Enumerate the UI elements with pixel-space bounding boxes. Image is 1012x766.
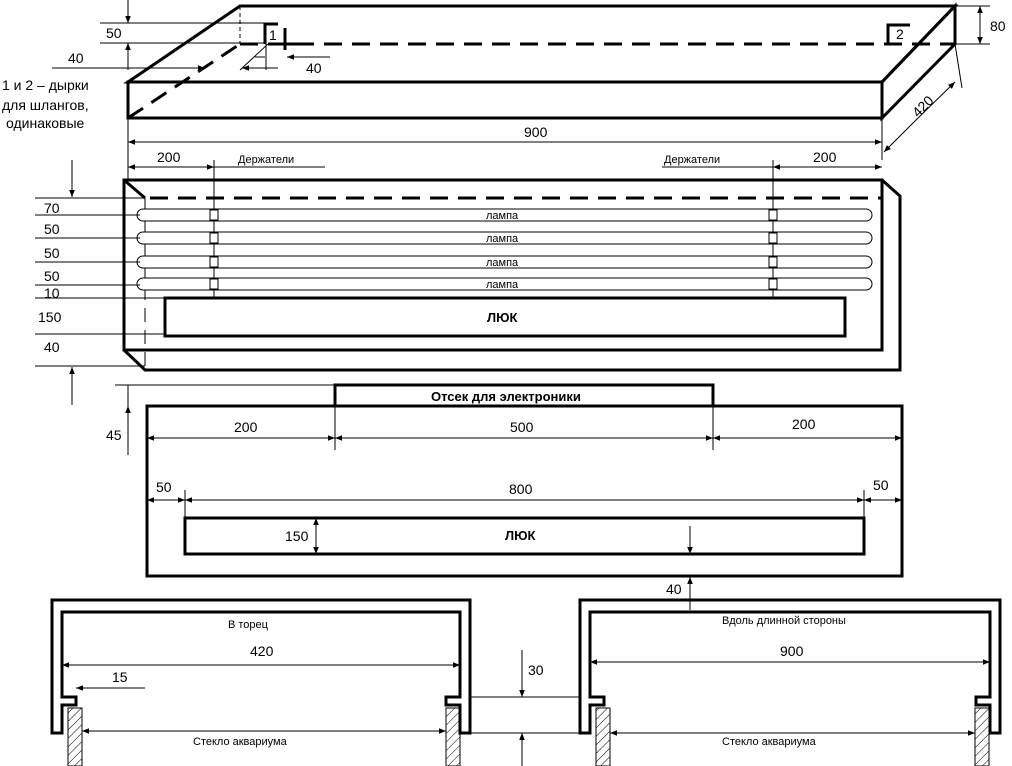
lip-height-dim: 30 bbox=[470, 650, 580, 766]
electronics-compartment bbox=[333, 383, 715, 408]
glass bbox=[445, 707, 461, 766]
profile-end: В торец 420 15 Стекло аквариума bbox=[50, 598, 472, 766]
lamp-label: лампа bbox=[486, 279, 519, 291]
note-line: для шлангов, bbox=[2, 97, 89, 113]
dim-hole-height: 50 bbox=[106, 25, 122, 41]
profile-title: Вдоль длинной стороны bbox=[722, 615, 846, 627]
note-line: одинаковые bbox=[6, 115, 85, 131]
lamp-label: лампа bbox=[486, 210, 519, 222]
lid-view: Отсек для электроники 45 200 500 200 50 … bbox=[106, 383, 904, 610]
hole-2-mark bbox=[886, 23, 910, 44]
dim-left: 70 bbox=[44, 200, 60, 216]
glass bbox=[595, 707, 611, 766]
lamp-label: лампа bbox=[486, 257, 519, 269]
profile-title: В торец bbox=[228, 619, 269, 631]
dim-margin-right: 50 bbox=[873, 477, 889, 493]
dim-left: 50 bbox=[44, 221, 60, 237]
holders bbox=[209, 160, 778, 298]
hatch bbox=[183, 516, 866, 556]
hole-2-label: 2 bbox=[896, 26, 904, 42]
dim-left: 40 bbox=[44, 339, 60, 355]
dim-length: 900 bbox=[524, 124, 548, 140]
dim-hatch-height: 150 bbox=[285, 528, 309, 544]
hatch-label: ЛЮК bbox=[487, 310, 518, 325]
dim-width: 900 bbox=[780, 643, 804, 659]
glass-label: Стекло аквариума bbox=[193, 736, 288, 748]
front-view: лампа лампа лампа лампа ЛЮК 200 Держател… bbox=[35, 149, 902, 405]
hatch bbox=[163, 296, 847, 338]
dim-hatch-width: 800 bbox=[509, 481, 533, 497]
dim-right-holder: 200 bbox=[813, 149, 837, 165]
hatch-label: ЛЮК bbox=[505, 528, 536, 543]
dim-offset-left: 40 bbox=[68, 50, 84, 66]
dim-left: 50 bbox=[44, 268, 60, 284]
dim-bottom-margin: 40 bbox=[666, 581, 682, 597]
dim-left: 50 bbox=[44, 245, 60, 261]
lamp bbox=[136, 277, 873, 291]
dim-depth: 420 bbox=[909, 92, 937, 120]
glass bbox=[974, 707, 990, 766]
front-face bbox=[126, 80, 884, 120]
compartment-label: Отсек для электроники bbox=[431, 389, 581, 404]
dim-margin-left: 50 bbox=[156, 479, 172, 495]
lamps: лампа лампа лампа лампа bbox=[136, 208, 873, 291]
dim-left-holder: 200 bbox=[157, 149, 181, 165]
dim-width: 420 bbox=[250, 643, 274, 659]
dim-right: 200 bbox=[792, 416, 816, 432]
dim-left: 10 bbox=[44, 285, 60, 301]
dim-lip: 15 bbox=[112, 669, 128, 685]
lamp-label: лампа bbox=[486, 233, 519, 245]
hole-1-label: 1 bbox=[269, 27, 277, 43]
isometric-view: 1 2 50 40 40 1 и 2 – дырки для шлангов, … bbox=[2, 0, 1006, 160]
dim-middle: 500 bbox=[510, 419, 534, 435]
holder-label: Держатели bbox=[238, 154, 294, 166]
dim-left: 200 bbox=[234, 419, 258, 435]
hole-1-mark bbox=[263, 22, 300, 50]
glass-label: Стекло аквариума bbox=[722, 736, 817, 748]
dim-lip-height: 30 bbox=[528, 662, 544, 678]
dim-compartment-height: 45 bbox=[106, 427, 122, 443]
dim-left: 150 bbox=[38, 309, 62, 325]
note-line: 1 и 2 – дырки bbox=[2, 77, 89, 93]
hidden-edge bbox=[127, 42, 241, 120]
holder-label: Держатели bbox=[664, 154, 720, 166]
dim-offset-hole: 40 bbox=[306, 60, 322, 76]
profile-side: Вдоль длинной стороны 900 Стекло аквариу… bbox=[578, 598, 1002, 766]
glass bbox=[67, 707, 83, 766]
dim-height: 80 bbox=[990, 18, 1006, 34]
